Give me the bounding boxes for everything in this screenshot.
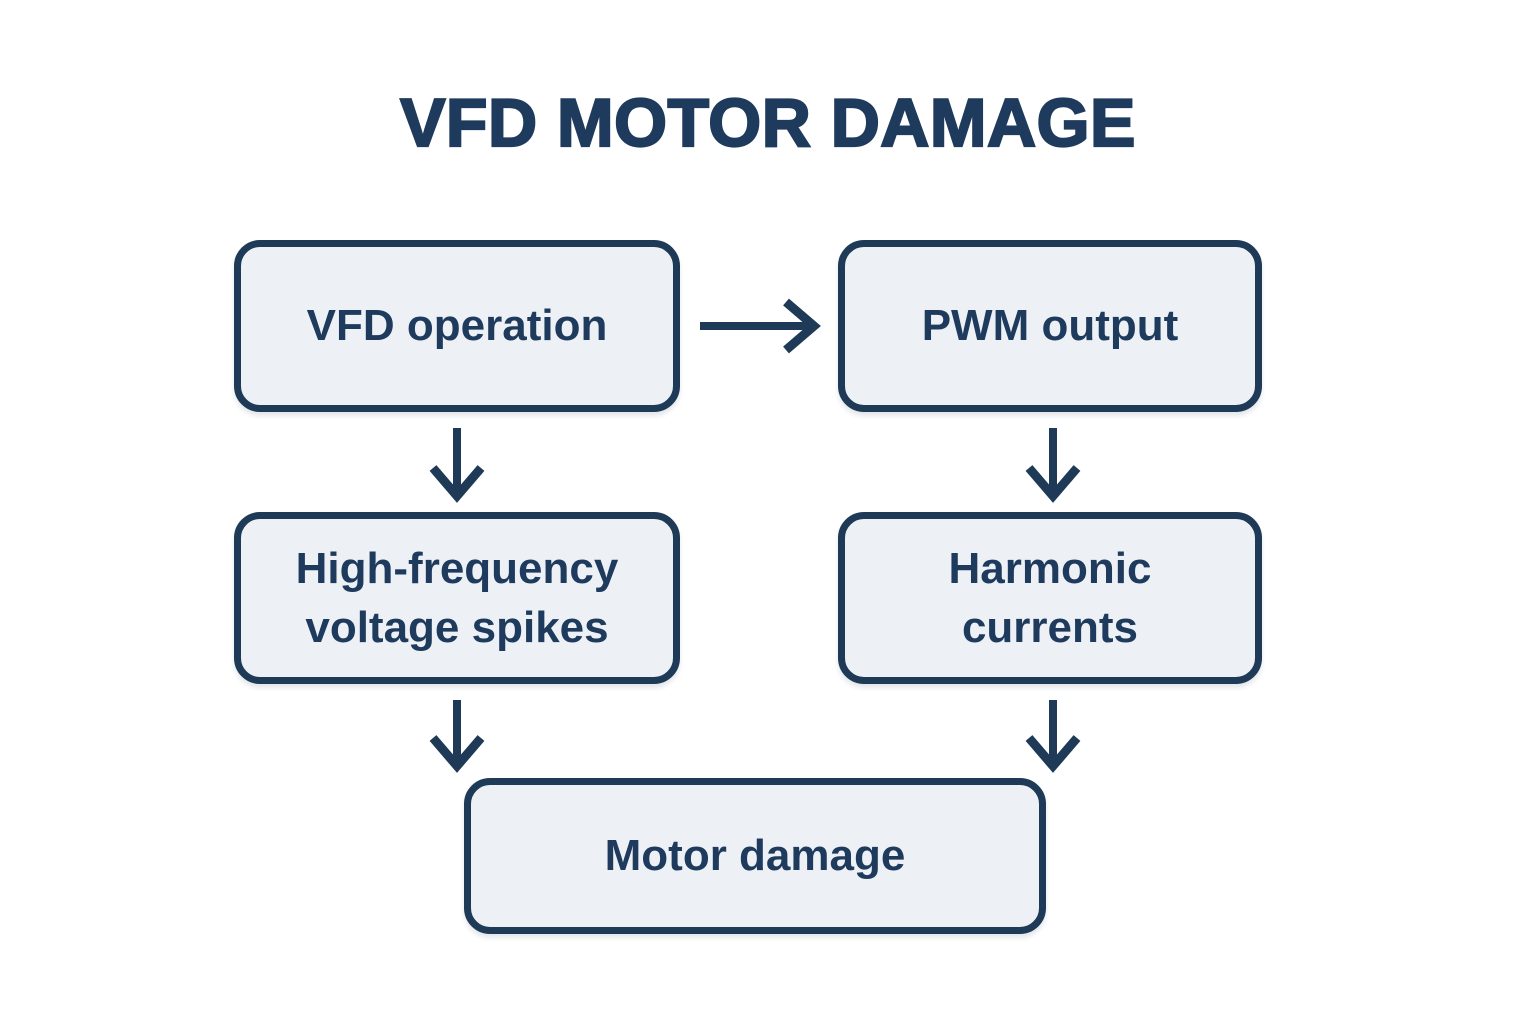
node-motor-damage: Motor damage	[464, 778, 1046, 934]
node-high-frequency-voltage-spikes: High-frequency voltage spikes	[234, 512, 680, 684]
arrow-harmonic-currents-to-motor-damage	[1025, 700, 1081, 773]
arrow-high-frequency-voltage-spikes-to-motor-damage	[429, 700, 485, 773]
node-harmonic-currents-label: Harmonic currents	[948, 543, 1152, 652]
node-motor-damage-label: Motor damage	[604, 831, 906, 881]
arrow-vfd-operation-to-pwm-output	[700, 298, 821, 354]
diagram-title: VFD MOTOR DAMAGE	[399, 84, 1137, 162]
node-pwm-output: PWM output	[838, 240, 1262, 412]
node-vfd-operation-label: VFD operation	[306, 301, 608, 351]
node-harmonic-currents: Harmonic currents	[838, 512, 1262, 684]
node-high-frequency-voltage-spikes-label: High-frequency voltage spikes	[295, 543, 619, 652]
arrow-vfd-operation-to-high-frequency-voltage-spikes	[429, 428, 485, 503]
arrow-pwm-output-to-harmonic-currents	[1025, 428, 1081, 503]
node-pwm-output-label: PWM output	[921, 301, 1179, 351]
node-vfd-operation: VFD operation	[234, 240, 680, 412]
